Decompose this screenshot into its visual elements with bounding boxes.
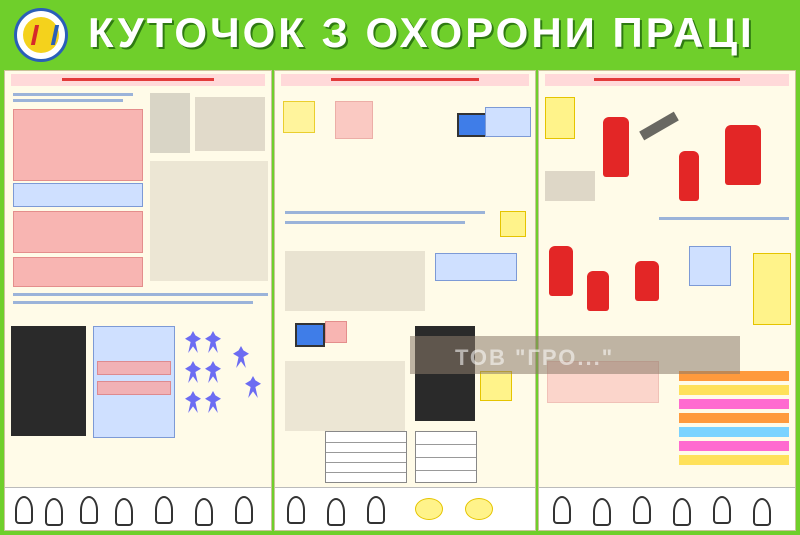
watermark-text: ТОВ "ГРО..."	[455, 345, 615, 370]
panel-right	[538, 70, 796, 531]
panel-left	[4, 70, 272, 531]
panel-center	[274, 70, 536, 531]
poster-panels	[4, 70, 796, 531]
poster-title: КУТОЧОК З ОХОРОНИ ПРАЦІ	[88, 9, 755, 56]
watermark-band	[410, 336, 740, 374]
poster-header: КУТОЧОК З ОХОРОНИ ПРАЦІ	[0, 0, 800, 68]
safety-emblem-icon	[14, 8, 68, 62]
